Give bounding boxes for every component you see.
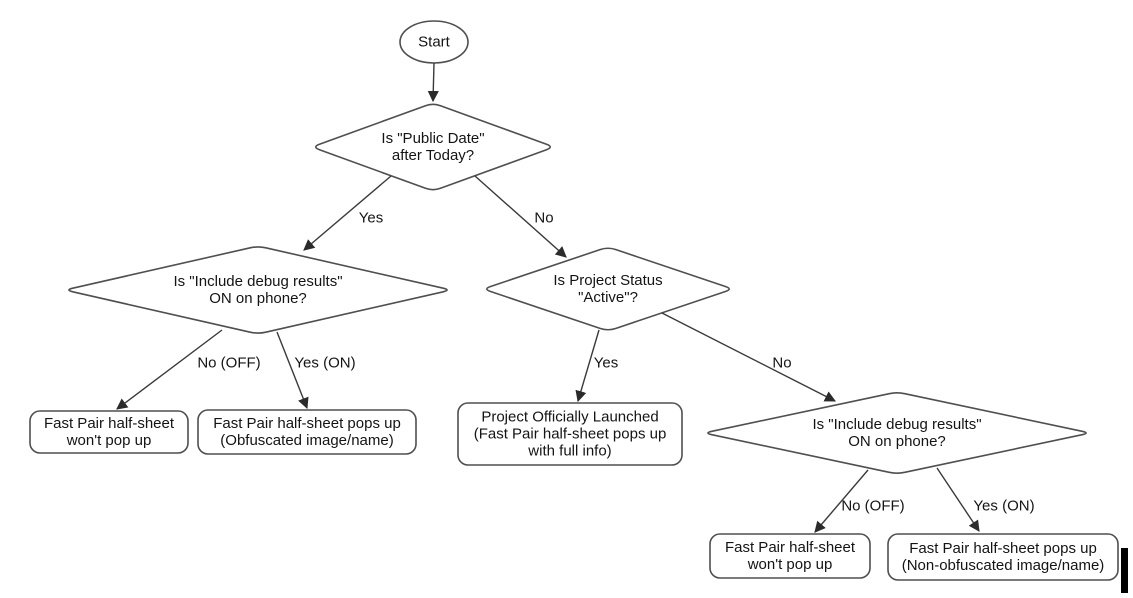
node-decision-debug-left-label: Is "Include debug results" ON on phone? (173, 273, 343, 307)
node-result-wont-popup-right-label: Fast Pair half-sheet won't pop up (724, 539, 856, 573)
shape-d1 (314, 103, 552, 191)
edge-label-d1-no: No (534, 209, 554, 227)
edge-label-d3-yes: Yes (593, 354, 619, 372)
edge-label-d2-no-off: No (OFF) (197, 354, 261, 372)
edge-start-to-d1 (427, 62, 439, 103)
shape-d2 (68, 246, 448, 334)
edge-d1-no (474, 175, 567, 258)
shape-d4 (707, 392, 1087, 474)
node-decision-public-date-label: Is "Public Date" after Today? (381, 130, 485, 164)
shape-d3 (486, 247, 730, 331)
shape-result-wont-popup-right (709, 533, 871, 579)
edge-label-d2-yes-on: Yes (ON) (294, 354, 356, 372)
shape-result-obfuscated (197, 409, 417, 455)
node-result-wont-popup-left-label: Fast Pair half-sheet won't pop up (43, 415, 175, 449)
node-decision-project-status-label: Is Project Status "Active"? (553, 272, 663, 306)
edge-d3-no (661, 312, 836, 402)
text-cursor-artifact (1121, 548, 1128, 593)
node-decision-debug-right-label: Is "Include debug results" ON on phone? (812, 416, 982, 450)
edge-label-d3-no: No (772, 354, 792, 372)
shape-result-launched (457, 402, 683, 466)
edge-d1-yes (303, 175, 392, 251)
edge-d2-yes-on (276, 331, 309, 410)
node-start-label: Start (418, 33, 450, 51)
edge-label-d4-no-off: No (OFF) (841, 497, 905, 515)
edge-label-d4-yes-on: Yes (ON) (973, 497, 1035, 515)
edge-d2-no-off (116, 329, 223, 410)
node-result-obfuscated-label: Fast Pair half-sheet pops up (Obfuscated… (213, 415, 401, 449)
shape-result-non-obfuscated (887, 533, 1119, 581)
shape-result-wont-popup-left (29, 410, 189, 454)
edge-d4-no-off (814, 469, 869, 533)
edge-d4-yes-on (936, 467, 980, 532)
edge-label-d1-yes: Yes (358, 209, 384, 227)
node-result-non-obfuscated-label: Fast Pair half-sheet pops up (Non-obfusc… (901, 540, 1105, 574)
node-result-launched-label: Project Officially Launched (Fast Pair h… (473, 408, 667, 460)
edge-d3-yes (575, 329, 600, 403)
